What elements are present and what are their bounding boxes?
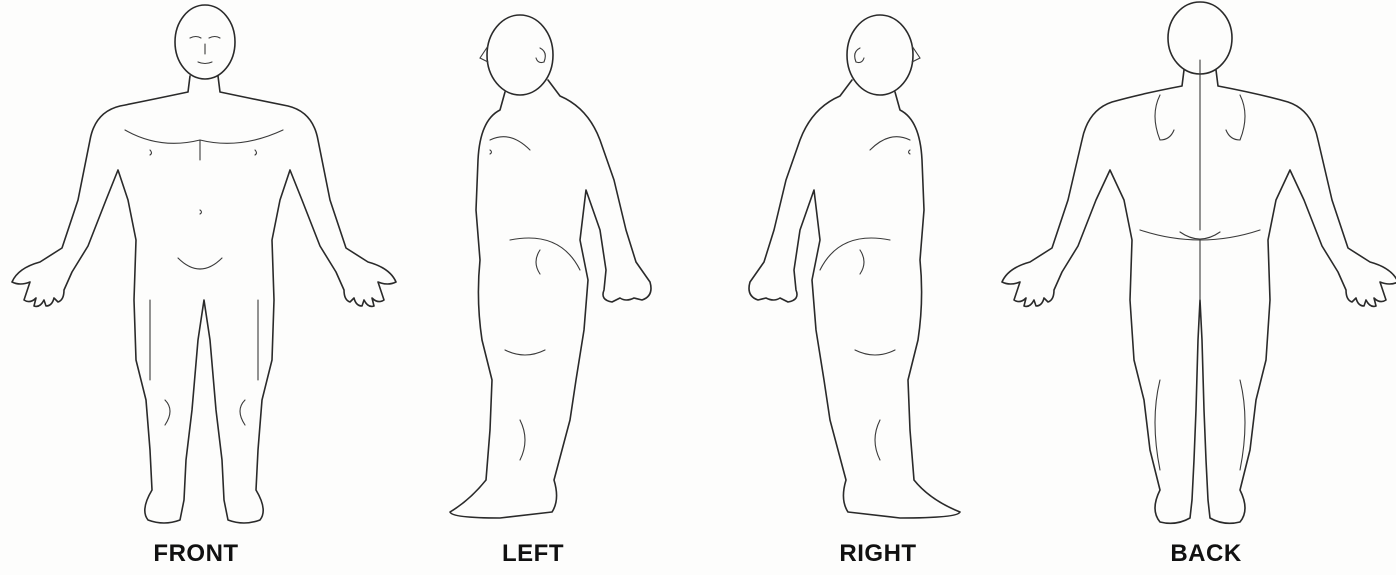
right-muscle-details <box>820 137 910 460</box>
back-view-label: BACK <box>1106 540 1306 568</box>
front-body-outline <box>12 76 396 523</box>
left-body-figure <box>450 15 651 518</box>
front-view-label: FRONT <box>96 540 296 568</box>
right-body-figure <box>749 15 960 518</box>
body-outlines <box>0 0 1396 535</box>
right-body-outline <box>749 80 960 518</box>
left-view-label: LEFT <box>433 540 633 568</box>
right-view-label: RIGHT <box>778 540 978 568</box>
left-head <box>487 15 553 95</box>
front-face <box>190 37 220 64</box>
right-face <box>855 46 920 63</box>
left-face <box>480 46 545 63</box>
back-spine-and-muscle-details <box>1140 60 1260 470</box>
front-head <box>175 5 235 79</box>
left-body-outline <box>450 80 651 518</box>
right-head <box>847 15 913 95</box>
front-muscle-details <box>125 130 283 425</box>
left-muscle-details <box>490 137 580 460</box>
back-body-figure <box>1002 2 1396 523</box>
front-body-figure <box>12 5 396 523</box>
back-body-outline <box>1002 70 1396 523</box>
